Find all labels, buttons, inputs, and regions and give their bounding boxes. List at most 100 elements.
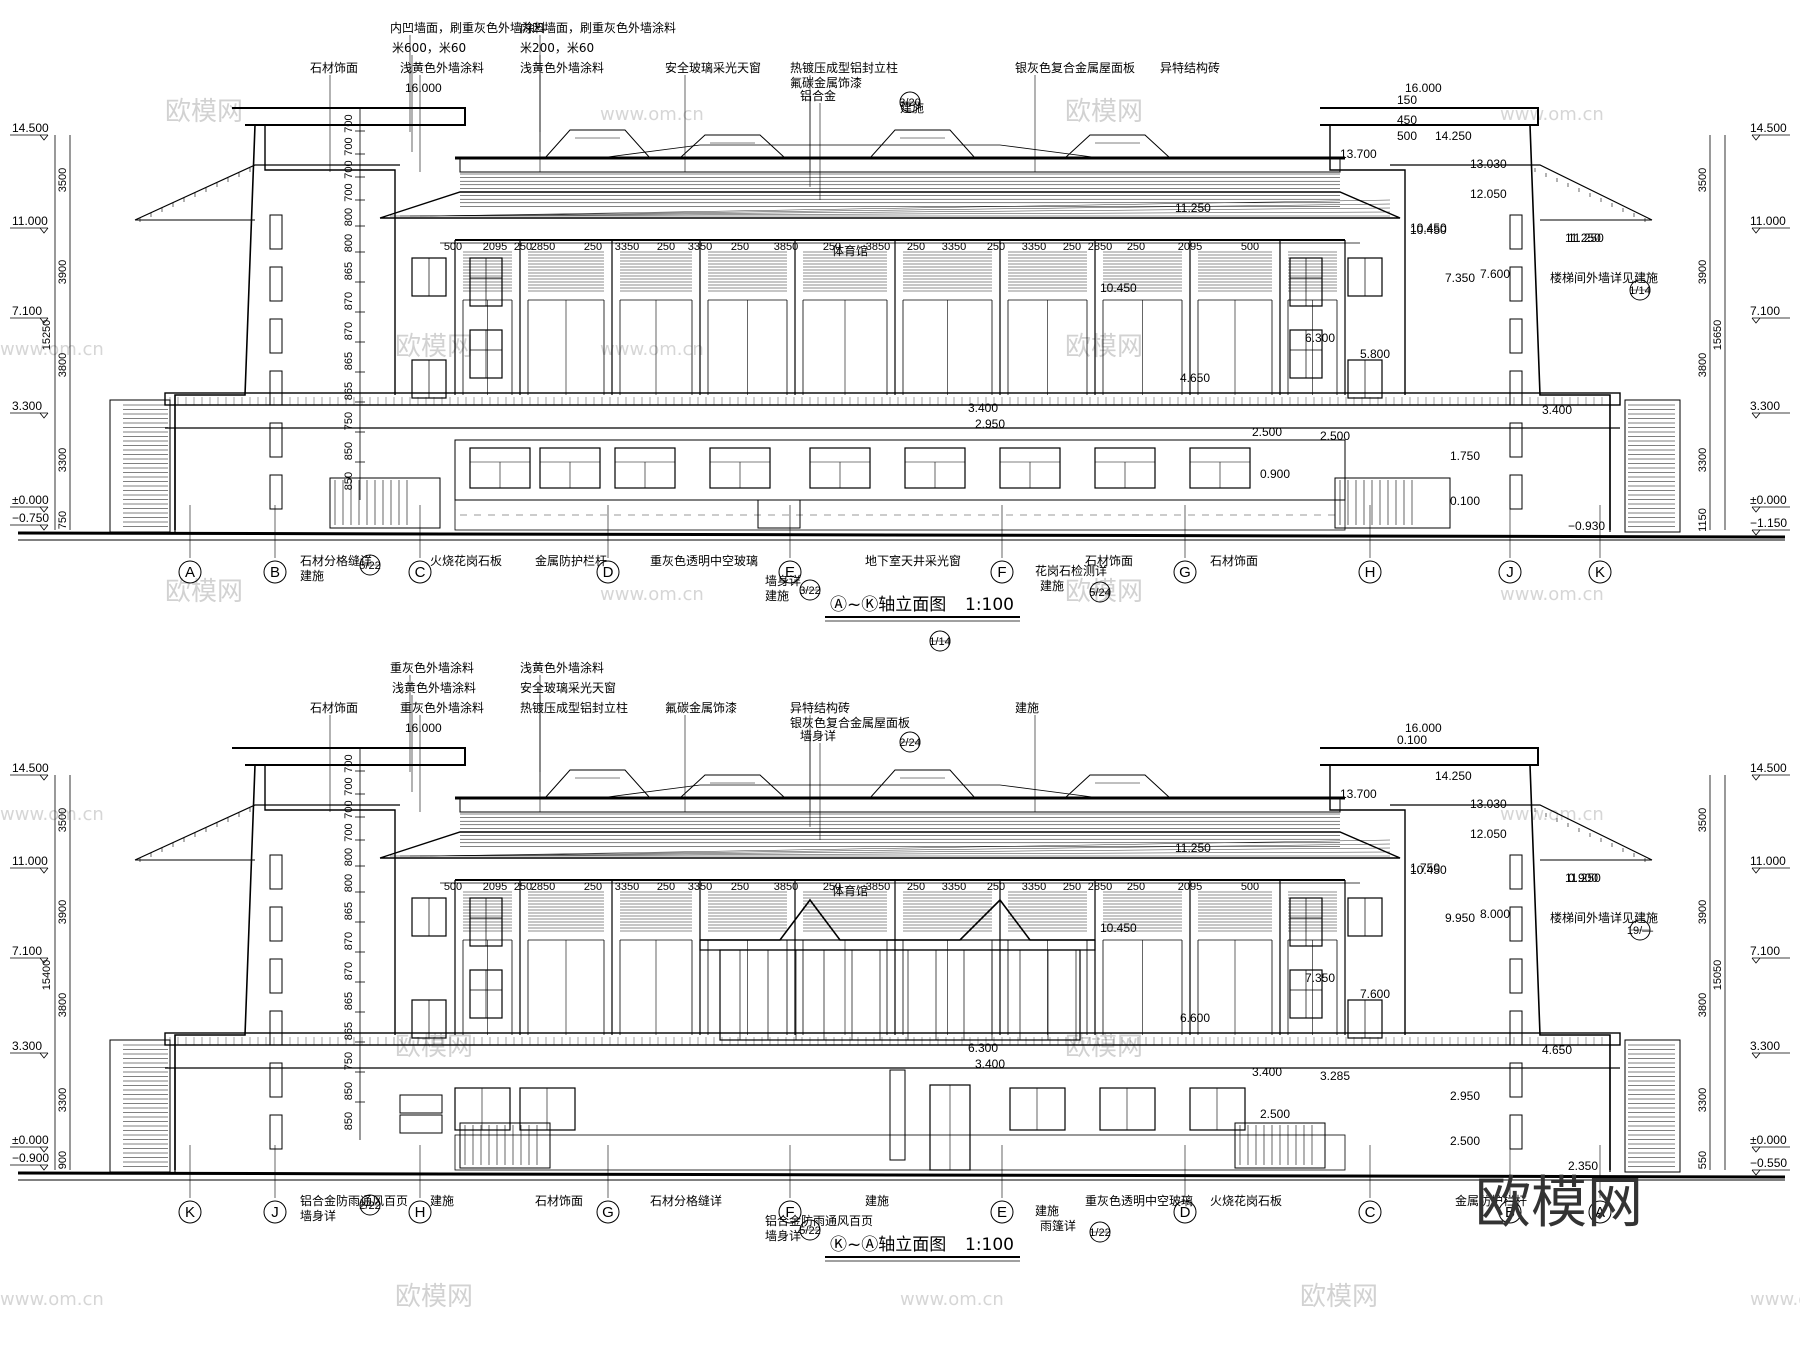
top-annotations: 石材饰面重灰色外墙涂料浅黄色外墙涂料重灰色外墙涂料浅黄色外墙涂料安全玻璃采光天窗… [310,660,1039,840]
material-label: 重灰色透明中空玻璃 [1085,1193,1193,1208]
axis-label: D [603,564,614,581]
side-note: 楼梯间外墙详见建施 [1550,910,1658,925]
material-label: 铝合金防雨通风百页 [765,1213,873,1228]
material-label: 建施 [1040,579,1064,593]
watermark-url: www.om.cn [600,339,704,360]
building-sign: 体育馆 [832,243,868,258]
watermark-text: 欧模网 [395,332,473,362]
elevation-mark: 2.350 [1568,1159,1598,1173]
material-label: 金属防护栏杆 [535,553,607,568]
material-label: 金属防护栏杆 [1455,1193,1527,1208]
elevation-mark: 3.400 [975,1057,1005,1071]
elevation-mark: 0.100 [1397,733,1427,747]
level-mark: ±0.000 [12,1133,49,1147]
elevation-mark: 2.500 [1252,425,1282,439]
level-mark: ±0.000 [1750,1133,1787,1147]
axis-label: K [1595,564,1605,581]
elevation-mark: 7.600 [1360,987,1390,1001]
material-label: 建施 [765,589,789,603]
watermark-text: 欧模网 [1065,97,1143,127]
elevation-mark: 13.700 [1340,147,1377,161]
bay-dim: 500 [1241,241,1259,253]
tower-dim: 865 [343,992,355,1010]
axis-label: A [1595,1204,1605,1221]
watermark-text: 欧模网 [165,577,243,607]
material-label: 银灰色复合金属屋面板 [790,715,910,730]
bottom-annotations: 铝合金防雨通风百页墙身详建施石材饰面石材分格缝详建施铝合金防雨通风百页墙身详建施… [300,1193,1527,1243]
elevation-mark: 7.350 [1445,271,1475,285]
axis-label: E [785,564,795,581]
drawing-title-text: Ⓚ~Ⓐ轴立面图 [830,1235,946,1255]
level-mark: ±0.000 [12,493,49,507]
watermark-url: www.om.cn [1500,584,1604,605]
elevation-mark: 10.450 [1100,281,1137,295]
elevation-mark: 10.450 [1410,223,1447,237]
watermark-url: www.om.cn [0,339,104,360]
watermark-url: www.om.cn [1500,104,1604,125]
drawing-title-text: Ⓐ~Ⓚ轴立面图 [830,595,946,615]
axis-label: J [1506,564,1514,581]
callout-text: 1/14 [929,636,950,648]
material-label: 内凹墙面，刷重灰色外墙涂料 [390,20,546,35]
level-mark: 11.000 [1750,854,1786,868]
elevation-mark: −0.930 [1568,519,1605,533]
level-mark: 3.300 [1750,1039,1780,1053]
right-dim: 550 [1697,1151,1709,1169]
elevation-mark: 4.650 [1542,1043,1572,1057]
level-mark: 3.300 [12,399,42,413]
watermark-url: www.om.cn [1750,1289,1800,1310]
material-label: 墙身详 [765,1228,801,1243]
material-label: 氟碳金属饰漆 [665,700,737,715]
bay-dim: 2850 [531,241,555,253]
bay-dim: 250 [823,881,841,893]
bottom-annotations: 石材分格缝详建施火烧花岗石板金属防护栏杆重灰色透明中空玻璃地下室天井采光窗墙身详… [300,553,1258,603]
elevation-mark: 16.000 [405,721,442,735]
material-label: 建施 [1035,1204,1059,1218]
material-label: 石材饰面 [310,61,358,75]
material-label: 重灰色外墙涂料 [400,700,484,715]
tower-dim: 750 [343,1052,355,1070]
material-label: 石材饰面 [1085,554,1133,568]
bay-dim: 250 [657,881,675,893]
right-levels: 14.50011.0007.1003.300±0.000−1.150350039… [1697,121,1790,536]
level-mark: 14.500 [1750,121,1787,135]
bay-dim: 250 [907,881,925,893]
left-dim: 3300 [57,1088,69,1112]
elevation-mark: 12.050 [1470,187,1507,201]
axis-label: F [997,564,1006,581]
right-dim: 3900 [1697,260,1709,284]
material-label: 墙身详 [300,1208,336,1223]
axis-bubble [263,560,287,584]
bay-dim: 250 [1063,241,1081,253]
bay-dim: 250 [1127,241,1145,253]
level-mark: 7.100 [12,944,42,958]
elevation-mark: 16.000 [1405,81,1442,95]
axis-label: E [997,1204,1007,1221]
axis-bubble [1498,560,1522,584]
drawing-scale: 1:100 [965,595,1014,615]
watermark-text: 欧模网 [1065,332,1143,362]
elevation-mark: 2.950 [1450,1089,1480,1103]
watermark-logo: 欧模网 [1475,1171,1643,1236]
elevation-mark: 13.030 [1470,797,1507,811]
drawing-title: Ⓐ~Ⓚ轴立面图 1:100 [825,595,1020,622]
right-dim: 3900 [1697,900,1709,924]
elevation-mark: 13.700 [1340,787,1377,801]
right-total-dim: 15650 [1712,320,1724,351]
right-dim: 3500 [1697,808,1709,832]
axis-bubble [1358,1200,1382,1224]
material-label: 米600，米60 [392,41,466,55]
elevation-mark: 0.100 [1450,494,1480,508]
material-label: 浅黄色外墙涂料 [520,660,604,675]
tower-dim: 850 [343,1112,355,1130]
tower-dim: 865 [343,902,355,920]
tower-dim: 700 [343,800,355,818]
bay-dim: 3850 [774,241,798,253]
elevation-mark: 3.285 [1320,1069,1350,1083]
bay-dim: 250 [584,241,602,253]
tower-dim: 850 [343,442,355,460]
